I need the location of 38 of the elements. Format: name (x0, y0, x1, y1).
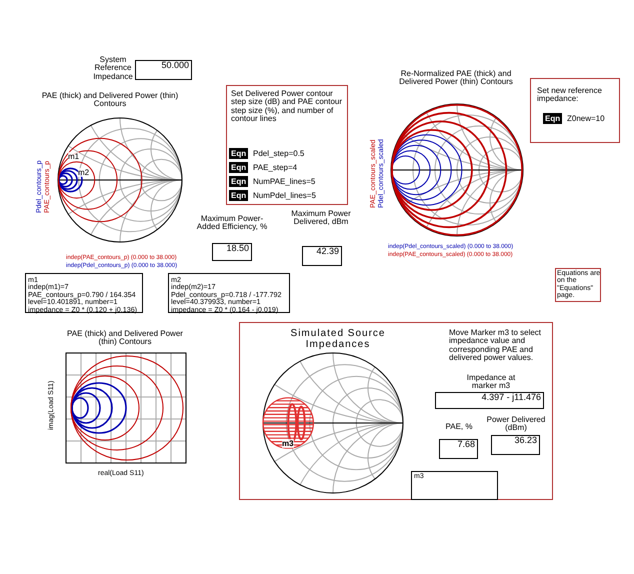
instruction-text: Move Marker m3 to select impedance value and corresponding PAE and delivered power values. (449, 329, 542, 363)
field-label: Impedance at marker m3 (466, 374, 516, 391)
eqn-badge: Eqn (543, 113, 562, 124)
field-label: PAE, % (444, 423, 474, 432)
equation-text: Z0new=10 (567, 114, 605, 123)
equation-text: NumPAE_lines=5 (253, 177, 316, 186)
note-text: Set new reference impedance: (537, 87, 603, 104)
note-panel (530, 78, 620, 143)
marker-label: m3 (282, 439, 294, 448)
chart-title: PAE (thick) and Delivered Power (thin) Contours (40, 92, 180, 109)
value-display: 36.23 (491, 435, 540, 455)
marker-readout (411, 471, 498, 500)
field-label: Maximum Power Delivered, dBm (290, 210, 352, 227)
value-display: 18.50 (212, 243, 252, 261)
note-panel (226, 85, 348, 205)
equation-text: Pdel_step=0.5 (253, 149, 304, 158)
marker-label: m1 (68, 152, 80, 161)
eqn-badge: Eqn (229, 190, 248, 201)
marker-label: m2 (78, 168, 90, 177)
chart-title: Re-Normalized PAE (thick) and Delivered Power (thin) Contours (398, 70, 514, 87)
value-display: 4.397 - j11.476 (435, 392, 544, 409)
value-display: 7.68 (439, 439, 478, 459)
field-label: System Reference Impedance (92, 56, 134, 82)
value-display: 50.000 (135, 60, 192, 80)
chart-title: PAE (thick) and Delivered Power (thin) Contours (66, 330, 184, 347)
eqn-badge: Eqn (229, 148, 248, 159)
chart-title: Simulated Source Impedances (290, 329, 386, 350)
value-display: 42.39 (302, 246, 342, 266)
marker-readout (25, 273, 143, 313)
eqn-badge: Eqn (229, 176, 248, 187)
eqn-badge: Eqn (229, 162, 248, 173)
equation-text: PAE_step=4 (253, 163, 298, 172)
field-label: Power Delivered (dBm) (486, 416, 546, 433)
field-label: Maximum Power-Added Efficiency, % (196, 215, 268, 232)
marker-readout (168, 273, 290, 313)
note-text: Set Delivered Power contour step size (dB) and PAE contour step size (%), and number of contour lines (231, 90, 343, 124)
panel-frame (239, 322, 553, 500)
equation-text: NumPdel_lines=5 (253, 191, 316, 200)
